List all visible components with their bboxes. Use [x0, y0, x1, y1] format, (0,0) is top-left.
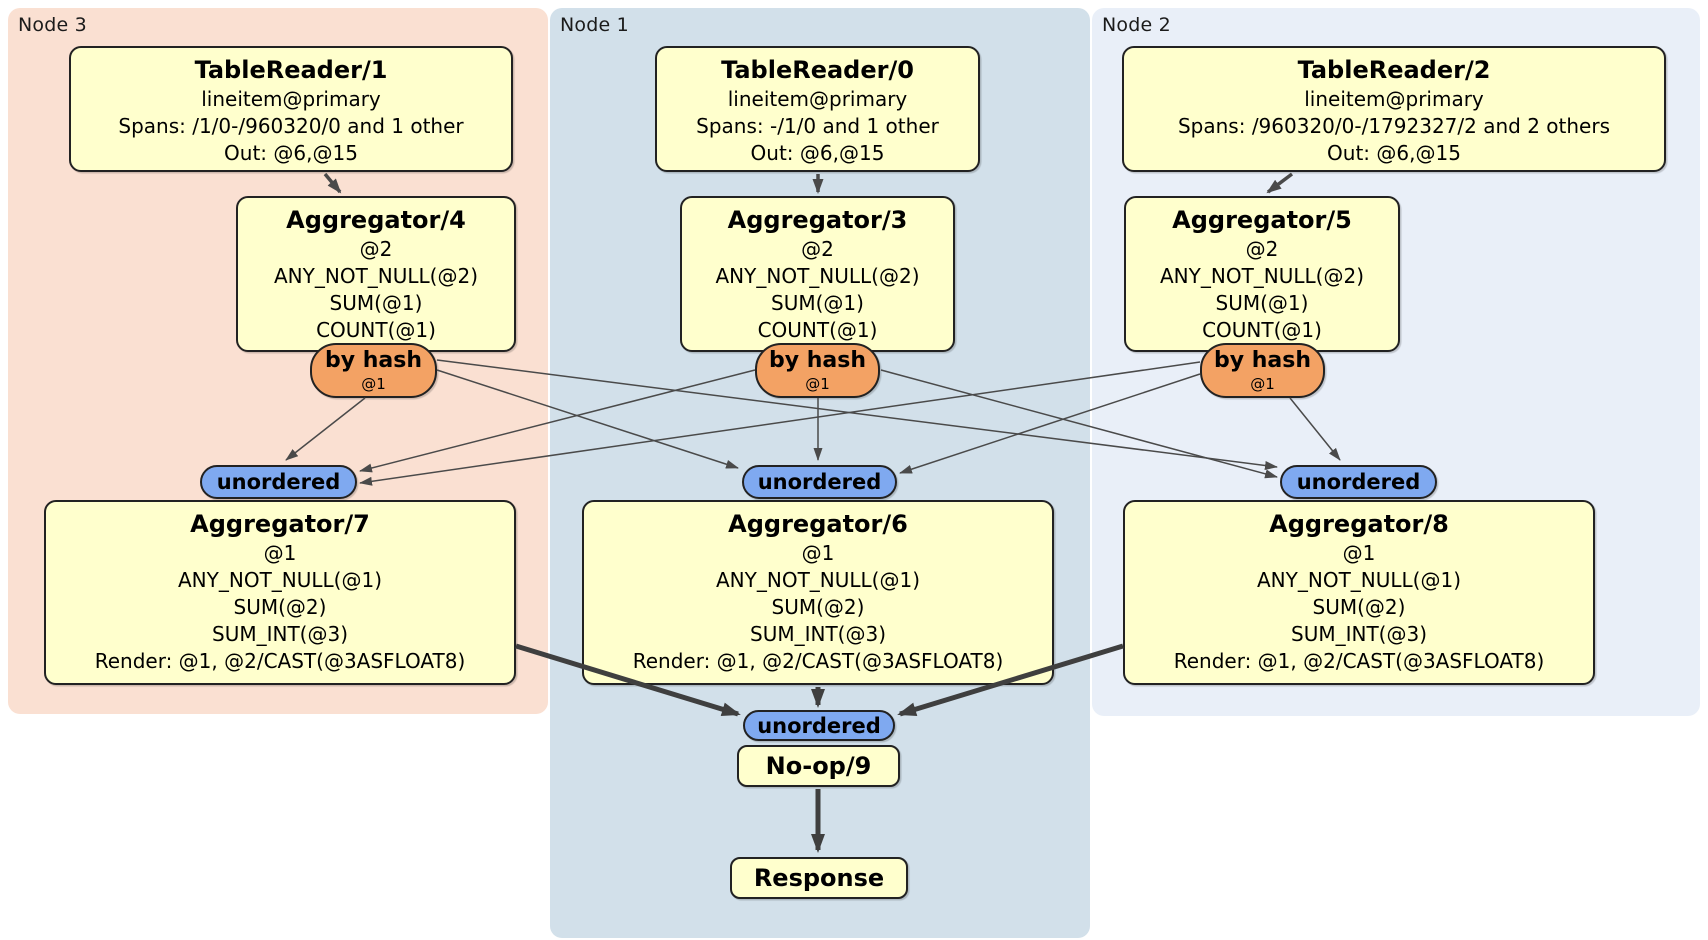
router-hash-key: @1: [361, 375, 386, 393]
box-title: Aggregator/5: [1172, 206, 1352, 234]
box-line: @2: [359, 237, 393, 261]
box-line: SUM(@1): [329, 291, 423, 315]
box-title: TableReader/0: [721, 56, 914, 84]
box-line: @1: [263, 541, 297, 565]
processor-box-aggregator-8: Aggregator/8 @1 ANY_NOT_NULL(@1) SUM(@2)…: [1123, 500, 1595, 685]
box-line: SUM(@2): [233, 595, 327, 619]
processor-box-tablereader-2: TableReader/2 lineitem@primary Spans: /9…: [1122, 46, 1666, 172]
region-label-node3: Node 3: [18, 14, 87, 36]
box-line: COUNT(@1): [757, 318, 878, 342]
box-line: SUM(@1): [1215, 291, 1309, 315]
box-line: Render: @1, @2/CAST(@3ASFLOAT8): [1173, 649, 1545, 673]
processor-box-aggregator-3: Aggregator/3 @2 ANY_NOT_NULL(@2) SUM(@1)…: [680, 196, 955, 352]
box-line: @2: [801, 237, 834, 261]
box-line: SUM_INT(@3): [212, 622, 348, 646]
box-line: SUM(@2): [771, 595, 865, 619]
box-line: ANY_NOT_NULL(@1): [716, 568, 920, 592]
box-line: ANY_NOT_NULL(@1): [178, 568, 382, 592]
region-label-node1: Node 1: [560, 14, 629, 36]
box-title: Aggregator/4: [286, 206, 466, 234]
box-line: @1: [801, 541, 835, 565]
box-title: Response: [753, 864, 885, 892]
box-line: Spans: /960320/0-/1792327/2 and 2 others: [1177, 114, 1610, 138]
box-line: @2: [1245, 237, 1279, 261]
router-badge-by-hash: by hash @1: [1200, 343, 1325, 398]
processor-box-aggregator-5: Aggregator/5 @2 ANY_NOT_NULL(@2) SUM(@1)…: [1124, 196, 1400, 352]
stream-badge-unordered: unordered: [200, 465, 357, 499]
box-line: Out: @6,@15: [1327, 141, 1461, 165]
router-label: by hash: [324, 348, 422, 373]
box-line: lineitem@primary: [727, 87, 908, 111]
box-title: No-op/9: [765, 752, 872, 780]
stream-badge-unordered: unordered: [1280, 465, 1437, 499]
processor-box-noop-9: No-op/9: [737, 745, 900, 787]
box-line: COUNT(@1): [316, 318, 436, 342]
box-line: SUM_INT(@3): [750, 622, 886, 646]
processor-box-aggregator-7: Aggregator/7 @1 ANY_NOT_NULL(@1) SUM(@2)…: [44, 500, 516, 685]
box-line: SUM_INT(@3): [1291, 622, 1427, 646]
box-line: lineitem@primary: [201, 87, 381, 111]
box-line: SUM(@1): [771, 291, 864, 315]
box-line: Out: @6,@15: [224, 141, 358, 165]
router-badge-by-hash: by hash @1: [755, 343, 880, 398]
router-label: by hash: [1213, 348, 1311, 373]
box-title: Aggregator/6: [728, 510, 908, 538]
stream-badge-unordered-final: unordered: [743, 710, 895, 741]
box-line: lineitem@primary: [1304, 87, 1484, 111]
box-line: Out: @6,@15: [750, 141, 885, 165]
box-line: COUNT(@1): [1202, 318, 1322, 342]
box-line: Render: @1, @2/CAST(@3ASFLOAT8): [94, 649, 466, 673]
box-line: Spans: -/1/0 and 1 other: [696, 114, 939, 138]
box-title: Aggregator/3: [727, 206, 908, 234]
box-line: ANY_NOT_NULL(@2): [715, 264, 920, 288]
box-title: Aggregator/7: [190, 510, 370, 538]
box-title: Aggregator/8: [1269, 510, 1449, 538]
box-line: @1: [1342, 541, 1376, 565]
box-line: ANY_NOT_NULL(@1): [1257, 568, 1461, 592]
box-line: ANY_NOT_NULL(@2): [1160, 264, 1364, 288]
processor-box-tablereader-0: TableReader/0 lineitem@primary Spans: -/…: [655, 46, 980, 172]
box-line: ANY_NOT_NULL(@2): [274, 264, 478, 288]
stream-badge-unordered: unordered: [742, 465, 897, 499]
router-hash-key: @1: [805, 375, 830, 393]
processor-box-tablereader-1: TableReader/1 lineitem@primary Spans: /1…: [69, 46, 513, 172]
box-line: Render: @1, @2/CAST(@3ASFLOAT8): [632, 649, 1004, 673]
router-hash-key: @1: [1250, 375, 1275, 393]
processor-box-aggregator-4: Aggregator/4 @2 ANY_NOT_NULL(@2) SUM(@1)…: [236, 196, 516, 352]
box-title: TableReader/1: [194, 56, 388, 84]
region-label-node2: Node 2: [1102, 14, 1171, 36]
processor-box-response: Response: [730, 857, 908, 899]
box-line: SUM(@2): [1312, 595, 1406, 619]
processor-box-aggregator-6: Aggregator/6 @1 ANY_NOT_NULL(@1) SUM(@2)…: [582, 500, 1054, 685]
box-title: TableReader/2: [1297, 56, 1491, 84]
box-line: Spans: /1/0-/960320/0 and 1 other: [118, 114, 464, 138]
router-badge-by-hash: by hash @1: [310, 343, 437, 398]
router-label: by hash: [768, 348, 866, 373]
